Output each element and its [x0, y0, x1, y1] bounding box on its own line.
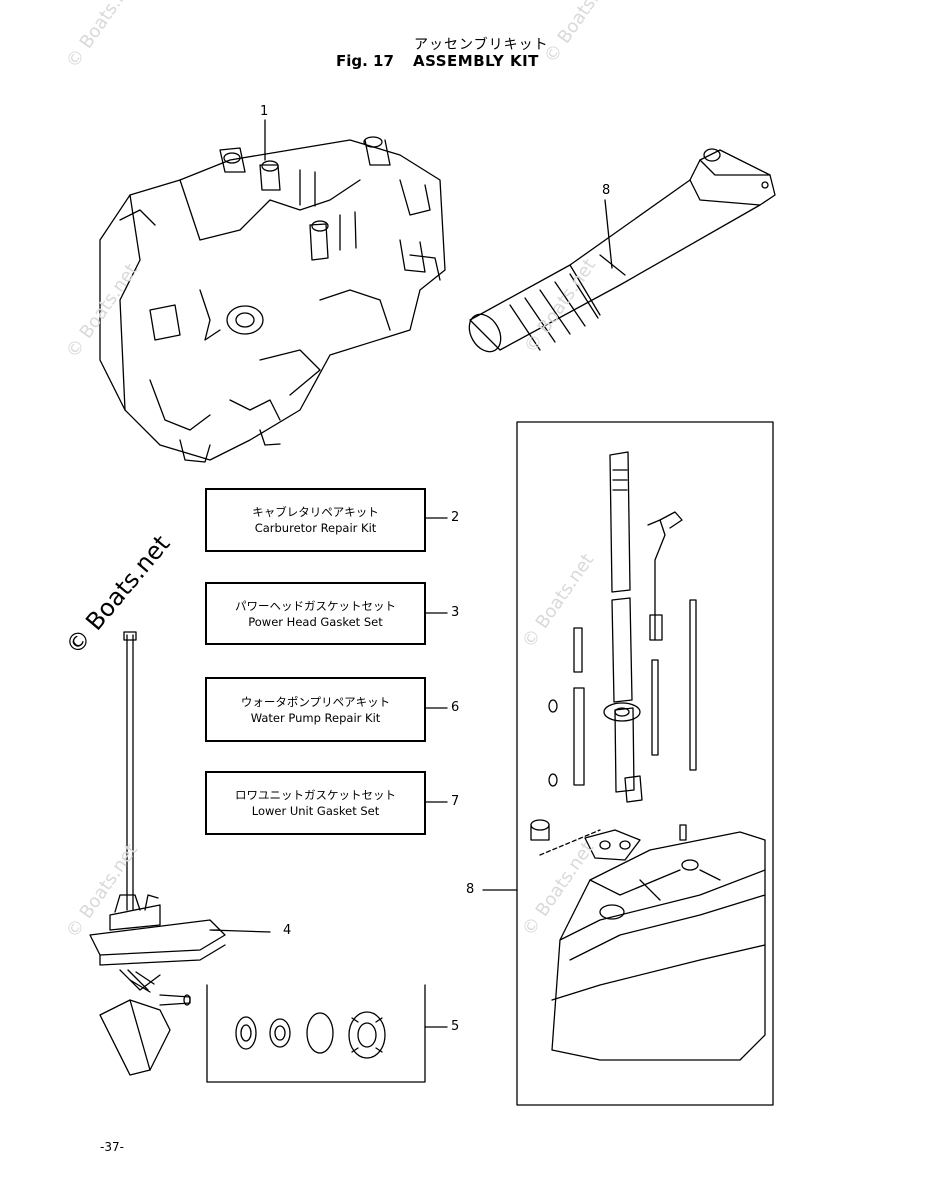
kit-jp-label: パワーヘッドガスケットセット [235, 598, 396, 613]
callout-6: 6 [451, 700, 460, 715]
kit-en-label: Water Pump Repair Kit [250, 710, 381, 725]
kit-jp-label: ウォータポンプリペアキット [240, 694, 391, 709]
kit-box-power-head: パワーヘッドガスケットセット Power Head Gasket Set [205, 582, 426, 645]
lower-unit-frame [516, 421, 774, 1106]
japanese-title: アッセンブリキット [414, 37, 549, 53]
tiller-handle-illustration [468, 148, 776, 353]
kit-en-label: Power Head Gasket Set [248, 614, 383, 629]
water-pump-assembly-illustration [89, 631, 271, 1076]
kit-box-water-pump: ウォータポンプリペアキット Water Pump Repair Kit [205, 677, 426, 742]
callout-2: 2 [451, 510, 460, 525]
callout-9-tiller: 8 [602, 183, 611, 198]
kit-box-lower-unit: ロワユニットガスケットセット Lower Unit Gasket Set [205, 771, 426, 835]
water-pump-kit-bracket [206, 984, 448, 1083]
page-title: ASSEMBLY KIT [413, 52, 539, 70]
callout-1: 1 [260, 104, 269, 119]
kit-jp-label: キャブレタリペアキット [252, 505, 379, 519]
lower-unit-illustration [530, 451, 766, 1061]
callout-3: 3 [451, 605, 460, 620]
callout-4: 4 [283, 923, 292, 938]
kit-box-carburetor: キャブレタリペアキット Carburetor Repair Kit [205, 488, 426, 552]
callout-7: 7 [451, 794, 460, 809]
engine-block-illustration [99, 136, 446, 463]
page-number: -37- [100, 1140, 124, 1154]
callout-5: 5 [451, 1019, 460, 1034]
callout-8: 8 [466, 882, 475, 897]
kit-jp-label: ロワユニットガスケットセット [235, 788, 396, 802]
kit-en-label: Lower Unit Gasket Set [251, 804, 380, 818]
figure-label: Fig. 17 [336, 52, 394, 70]
kit-en-label: Carburetor Repair Kit [254, 521, 377, 535]
